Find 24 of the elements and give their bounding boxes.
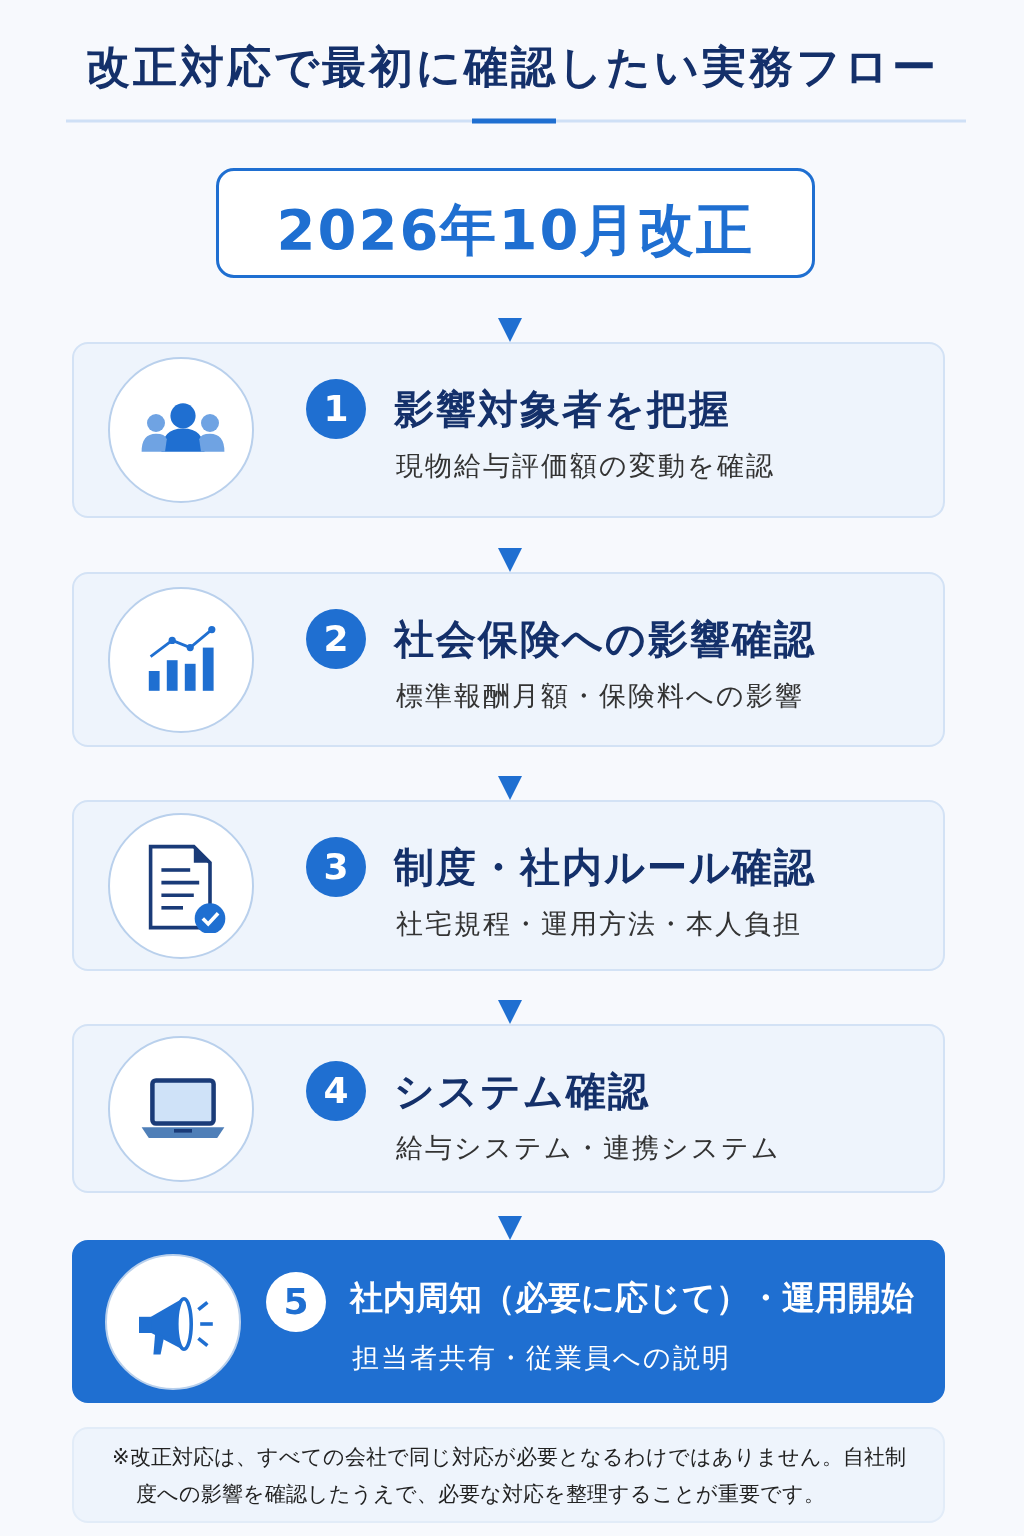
- step-heading: 影響対象者を把握: [394, 385, 731, 434]
- heading-text: 2026年10月改正: [275, 196, 756, 264]
- title: 改正対応で最初に確認したい実務フロー: [84, 40, 940, 94]
- step-card: [72, 342, 945, 518]
- step-number: 3: [306, 837, 366, 897]
- step-number: 1: [306, 379, 366, 439]
- step-description: 給与システム・連携システム: [396, 1131, 781, 1165]
- step-heading: 社内周知（必要に応じて）・運用開始: [350, 1277, 914, 1319]
- step-number: 2: [306, 609, 366, 669]
- step-number: 4: [306, 1061, 366, 1121]
- step-description: 担当者共有・従業員への説明: [352, 1341, 731, 1375]
- step-card: [72, 572, 945, 747]
- step-heading: 社会保険への影響確認: [394, 615, 816, 664]
- note-text: ※改正対応は、すべての会社で同じ対応が必要となるわけではありません。自社制度への影響を確認したうえで、必要な対応を整理することが重要です。: [112, 1444, 907, 1508]
- step-description: 社宅規程・運用方法・本人負担: [396, 907, 802, 941]
- step-number: 5: [266, 1272, 326, 1332]
- step-card: [72, 800, 945, 971]
- step-heading: システム確認: [394, 1067, 650, 1116]
- title-box: [216, 168, 815, 278]
- step-card: [72, 1240, 945, 1403]
- step-card: [72, 1024, 945, 1193]
- step-heading: 制度・社内ルール確認: [394, 843, 816, 892]
- step-description: 標準報酬月額・保険料への影響: [396, 679, 804, 713]
- step-description: 現物給与評価額の変動を確認: [396, 449, 775, 483]
